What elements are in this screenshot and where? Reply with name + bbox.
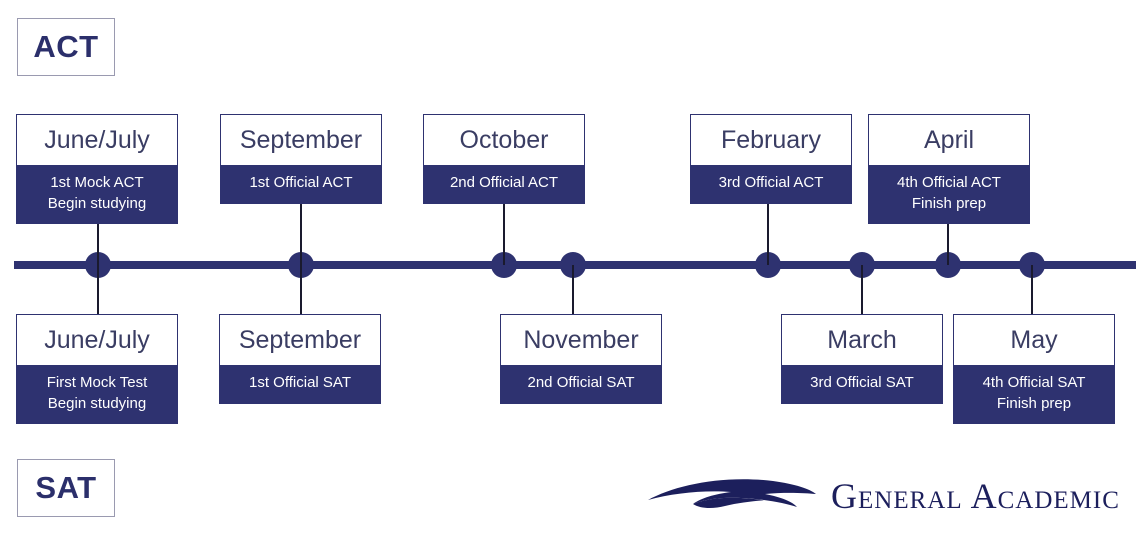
sat-milestone-card: May 4th Official SAT Finish prep (953, 314, 1115, 425)
milestone-detail: 1st Official ACT (221, 165, 381, 203)
milestone-detail: 4th Official ACT Finish prep (869, 165, 1029, 224)
milestone-month: March (782, 315, 942, 365)
milestone-detail: 1st Mock ACT Begin studying (17, 165, 177, 224)
milestone-connector (767, 204, 769, 265)
sat-track-label-text: SAT (35, 470, 97, 505)
milestone-detail-line-1: 3rd Official ACT (718, 174, 824, 191)
milestone-connector (572, 265, 574, 314)
milestone-connector (1031, 265, 1033, 314)
milestone-detail: 4th Official SAT Finish prep (954, 365, 1114, 424)
act-milestone-card: June/July 1st Mock ACT Begin studying (16, 114, 178, 225)
milestone-detail: 3rd Official ACT (691, 165, 851, 203)
milestone-detail-line-1: 3rd Official SAT (810, 374, 914, 391)
milestone-month: February (691, 115, 851, 165)
milestone-detail: 3rd Official SAT (782, 365, 942, 403)
milestone-detail-line-1: 1st Official ACT (249, 174, 353, 191)
milestone-detail-line-2: Begin studying (47, 394, 147, 412)
milestone-connector (947, 224, 949, 265)
milestone-connector (300, 265, 302, 314)
act-track-label: ACT (17, 18, 115, 76)
milestone-detail-line-2: Finish prep (911, 194, 987, 212)
act-milestone-card: February 3rd Official ACT (690, 114, 852, 204)
milestone-connector (503, 204, 505, 265)
milestone-detail-line-1: 4th Official ACT (897, 174, 1001, 191)
act-track-label-text: ACT (33, 29, 99, 64)
swoosh-logo-icon (648, 479, 816, 509)
milestone-detail: 2nd Official ACT (424, 165, 584, 203)
milestone-month: May (954, 315, 1114, 365)
milestone-month: September (221, 115, 381, 165)
milestone-detail-line-1: 2nd Official ACT (449, 174, 559, 191)
milestone-month: October (424, 115, 584, 165)
milestone-connector (300, 204, 302, 265)
sat-milestone-card: November 2nd Official SAT (500, 314, 662, 404)
brand-logo: General Academic (645, 468, 1119, 524)
milestone-month: June/July (17, 115, 177, 165)
milestone-month: April (869, 115, 1029, 165)
milestone-month: November (501, 315, 661, 365)
milestone-detail-line-2: Finish prep (996, 394, 1072, 412)
milestone-detail-line-1: 2nd Official SAT (527, 374, 635, 391)
act-milestone-card: April 4th Official ACT Finish prep (868, 114, 1030, 225)
milestone-detail-line-2: Begin studying (47, 194, 147, 212)
milestone-connector (97, 265, 99, 314)
milestone-detail: 2nd Official SAT (501, 365, 661, 403)
milestone-detail: 1st Official SAT (220, 365, 380, 403)
milestone-connector (861, 265, 863, 314)
milestone-detail-line-1: 1st Mock ACT (50, 174, 144, 191)
act-milestone-card: October 2nd Official ACT (423, 114, 585, 204)
milestone-month: June/July (17, 315, 177, 365)
milestone-detail-line-1: 1st Official SAT (249, 374, 351, 391)
milestone-detail-line-1: First Mock Test (46, 374, 148, 391)
milestone-detail-line-1: 4th Official SAT (982, 374, 1086, 391)
sat-milestone-card: March 3rd Official SAT (781, 314, 943, 404)
milestone-connector (97, 224, 99, 265)
milestone-month: September (220, 315, 380, 365)
sat-track-label: SAT (17, 459, 115, 517)
sat-milestone-card: September 1st Official SAT (219, 314, 381, 404)
brand-name-text: General Academic (831, 476, 1120, 516)
act-milestone-card: September 1st Official ACT (220, 114, 382, 204)
